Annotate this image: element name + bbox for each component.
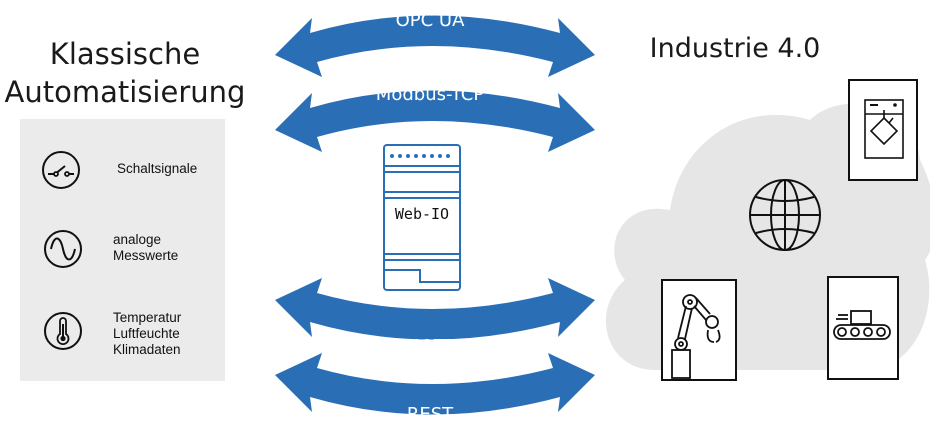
classic-automation-panel: [20, 119, 225, 381]
signal-label-climate: Temperatur Luftfeuchte Klimadaten: [113, 310, 181, 358]
web-io-device: [383, 144, 461, 291]
thermometer-icon: [44, 312, 82, 350]
web-io-label: Web-IO: [394, 205, 450, 223]
signal-line: analoge: [113, 232, 162, 247]
robot-arm-icon: [661, 279, 737, 381]
switch-icon: [42, 151, 80, 189]
protocol-label-mqtt: MQTT: [404, 336, 456, 357]
sine-wave-icon: [44, 230, 82, 268]
signal-line: Klimadaten: [113, 342, 181, 357]
arrow-opc-ua: [275, 15, 595, 77]
conveyor-icon: [827, 276, 899, 380]
protocol-label-modbus-tcp: Modbus-TCP: [375, 84, 485, 105]
arrow-modbus-tcp: [275, 90, 595, 152]
signal-line: Messwerte: [113, 248, 179, 263]
left-title-line1: Klassische: [49, 37, 201, 71]
arrow-rest: [275, 353, 595, 415]
globe-icon: [749, 179, 821, 251]
signal-line: Luftfeuchte: [113, 326, 180, 341]
protocol-arrows: [275, 15, 595, 415]
signal-line: Temperatur: [113, 310, 182, 325]
arrow-mqtt: [275, 278, 595, 340]
signal-label-analog: analoge Messwerte: [113, 232, 178, 264]
left-title-line2: Automatisierung: [4, 75, 246, 109]
protocol-label-opc-ua: OPC UA: [395, 10, 465, 31]
signal-label-switching: Schaltsignale: [117, 161, 197, 177]
signal-line: Schaltsignale: [117, 161, 198, 176]
protocol-label-rest: REST: [406, 404, 454, 425]
control-cabinet-icon: [848, 79, 918, 181]
right-title: Industrie 4.0: [649, 33, 821, 64]
